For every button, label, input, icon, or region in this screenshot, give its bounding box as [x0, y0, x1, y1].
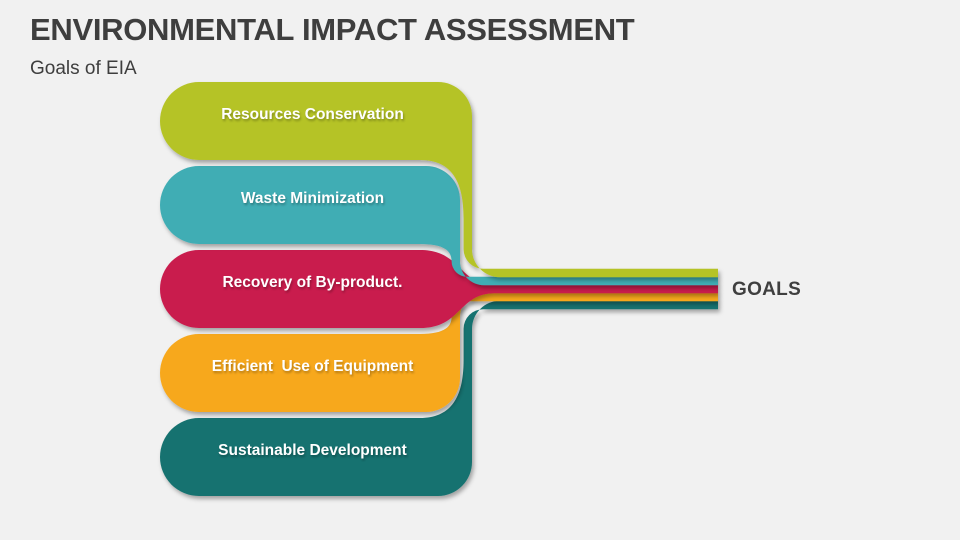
goal-shape-recovery-of-by-product: [160, 250, 718, 328]
goals-label: GOALS: [732, 279, 802, 300]
goal-shape-resources-conservation: [160, 82, 718, 278]
goal-shape-efficient-use-of-equipment: [160, 292, 718, 412]
goal-shape-waste-minimization: [160, 166, 718, 286]
slide-title: ENVIRONMENTAL IMPACT ASSESSMENT: [30, 12, 635, 47]
slide-subtitle: Goals of EIA: [30, 58, 137, 79]
goal-shape-sustainable-development: [160, 300, 718, 496]
